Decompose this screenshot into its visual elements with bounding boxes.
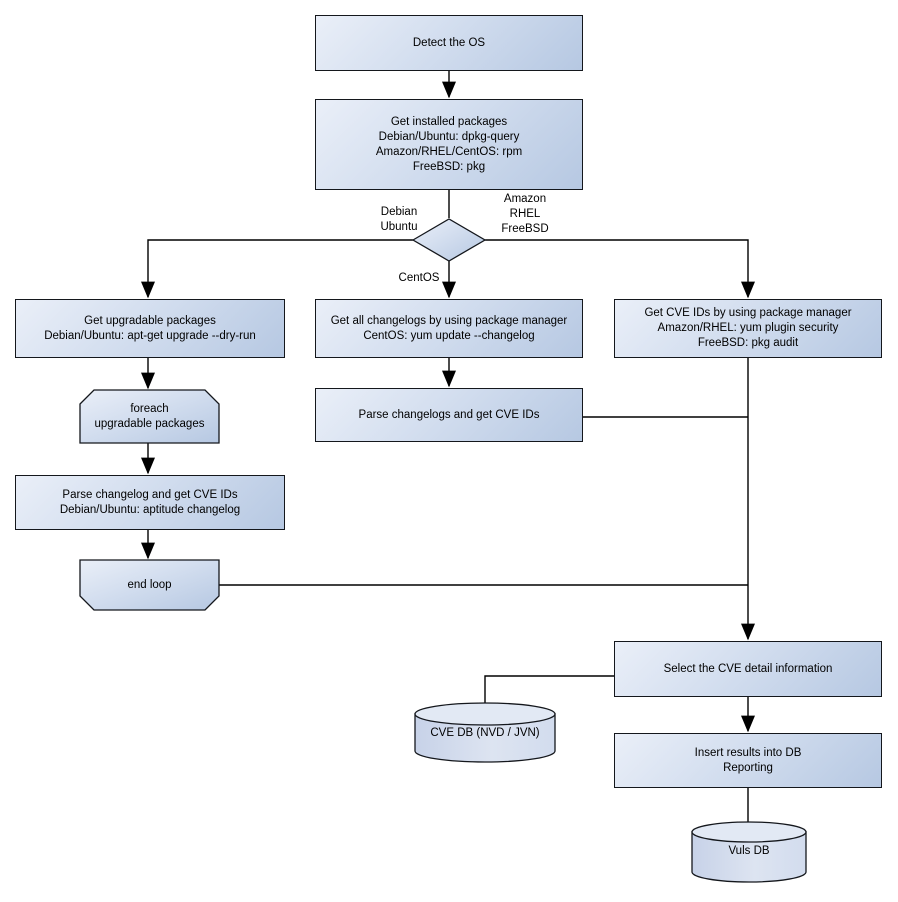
edge-decision-to-cveids <box>485 239 755 299</box>
edge-label-centos: CentOS <box>384 271 454 286</box>
os-decision-diamond <box>411 218 487 262</box>
edge-label-amazon-rhel-freebsd: Amazon RHEL FreeBSD <box>490 192 560 237</box>
node-parse-changelogs-mid: Parse changelogs and get CVE IDs <box>315 388 583 442</box>
node-cve-db-label: CVE DB (NVD / JVN) <box>415 708 555 758</box>
node-line: Debian/Ubuntu: apt-get upgrade --dry-run <box>44 329 256 342</box>
node-get-upgradable-packages: Get upgradable packages Debian/Ubuntu: a… <box>15 299 285 358</box>
node-detect-os: Detect the OS <box>315 15 583 71</box>
node-line: Get installed packages <box>390 115 508 128</box>
edge-label-line: Ubuntu <box>380 221 418 233</box>
edge-label-line: RHEL <box>509 208 541 220</box>
edge-select-to-cvedb <box>484 675 614 706</box>
node-line: Debian/Ubuntu: dpkg-query <box>378 130 520 143</box>
node-end-loop: end loop <box>80 560 219 610</box>
node-parse-changelog-left: Parse changelog and get CVE IDs Debian/U… <box>15 475 285 530</box>
node-line: upgradable packages <box>94 417 205 430</box>
node-insert-results: Insert results into DB Reporting <box>614 733 882 788</box>
node-line: Select the CVE detail information <box>663 662 833 675</box>
edge-decision-to-upgradable <box>141 239 413 299</box>
edge-label-debian-ubuntu: Debian Ubuntu <box>364 205 434 235</box>
node-line: end loop <box>127 578 172 591</box>
node-vuls-db-label: Vuls DB <box>692 826 806 876</box>
node-foreach-upgradable-packages: foreach upgradable packages <box>80 390 219 443</box>
node-line: foreach <box>130 402 169 415</box>
vuls-db-cylinder <box>691 821 807 883</box>
node-line: FreeBSD: pkg <box>412 160 486 173</box>
edge-label-line: FreeBSD <box>501 223 549 235</box>
node-line: Amazon/RHEL/CentOS: rpm <box>375 145 523 158</box>
foreach-shape <box>79 389 220 444</box>
edge-label-line: CentOS <box>398 272 440 284</box>
node-line: Get upgradable packages <box>84 314 216 327</box>
node-line: Insert results into DB <box>694 746 802 759</box>
node-line: Vuls DB <box>728 844 770 857</box>
node-get-all-changelogs: Get all changelogs by using package mana… <box>315 299 583 358</box>
node-line: Parse changelog and get CVE IDs <box>62 488 238 501</box>
node-get-cve-ids-right: Get CVE IDs by using package manager Ama… <box>614 299 882 358</box>
node-line: Parse changelogs and get CVE IDs <box>358 408 540 421</box>
node-line: Get CVE IDs by using package manager <box>644 307 852 319</box>
node-get-installed-packages: Get installed packages Debian/Ubuntu: dp… <box>315 99 583 190</box>
edge-label-line: Amazon <box>503 193 547 205</box>
node-line: CentOS: yum update --changelog <box>363 329 535 342</box>
node-line: Amazon/RHEL: yum plugin security <box>657 322 839 334</box>
node-select-cve-detail: Select the CVE detail information <box>614 641 882 697</box>
node-line: Debian/Ubuntu: aptitude changelog <box>59 503 241 516</box>
node-line: Get all changelogs by using package mana… <box>330 314 568 327</box>
cve-db-cylinder <box>414 702 556 763</box>
node-line: CVE DB (NVD / JVN) <box>430 726 540 739</box>
node-line: Detect the OS <box>412 36 486 49</box>
end-loop-shape <box>79 559 220 611</box>
node-line: FreeBSD: pkg audit <box>697 337 799 349</box>
edge-label-line: Debian <box>380 206 418 218</box>
node-line: Reporting <box>723 761 773 774</box>
